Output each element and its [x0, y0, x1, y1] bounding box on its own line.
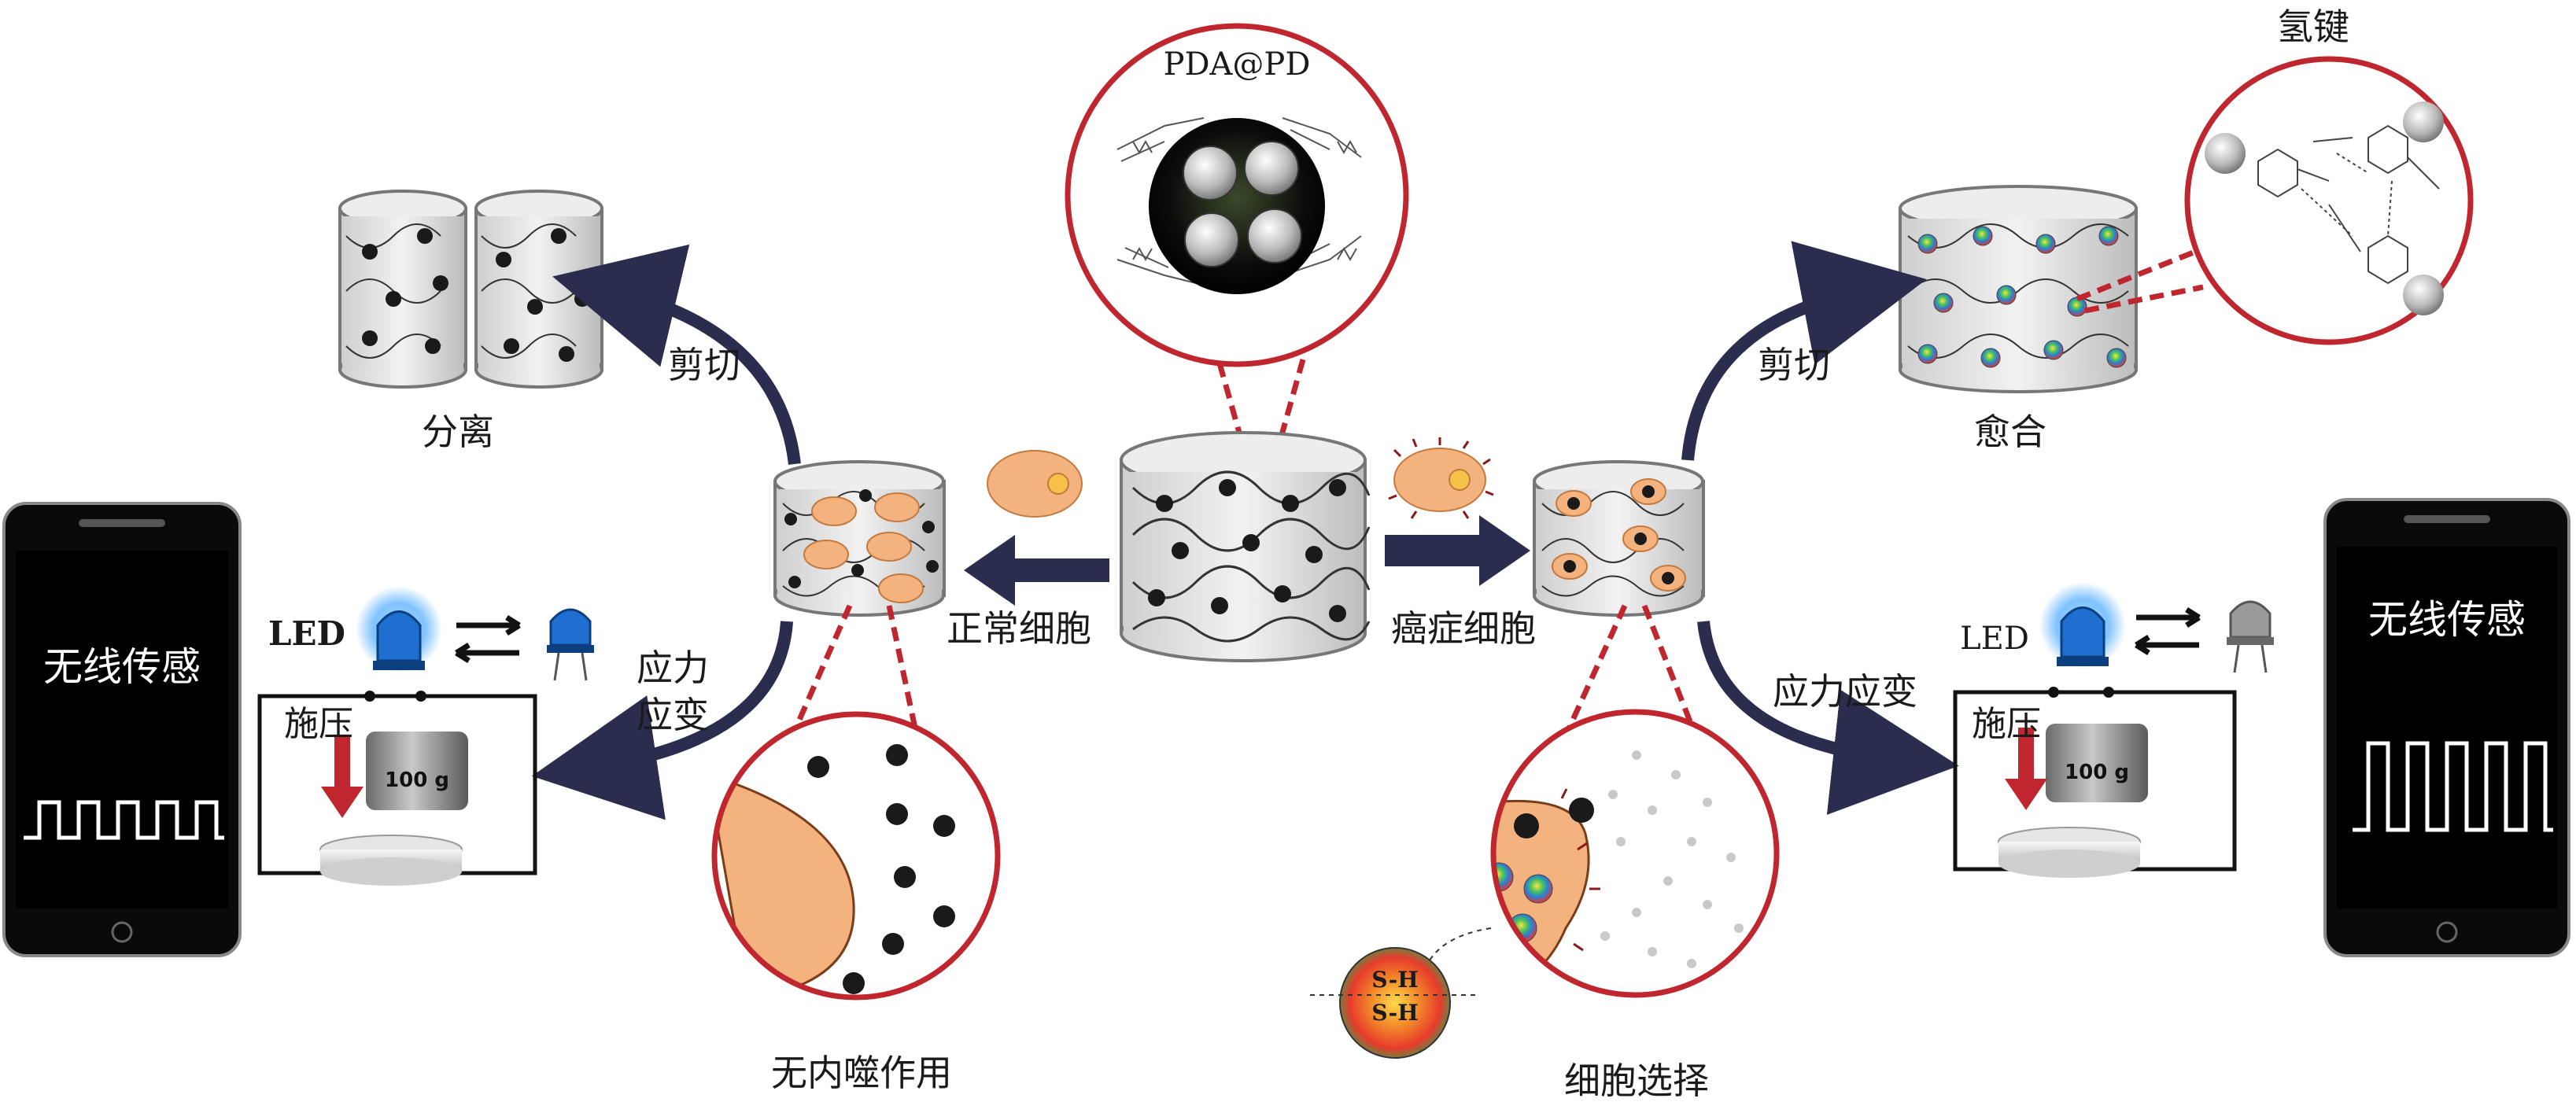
hbond-dash-b [2084, 284, 2204, 314]
press-left-label: 施压 [284, 704, 353, 744]
weight-left-label: 100 g [385, 768, 449, 792]
pda-pd-label: PDA@PD [1164, 46, 1311, 83]
wireless-right-label: 无线传感 [2368, 597, 2526, 643]
cancer-cell-label: 癌症细胞 [1391, 607, 1536, 650]
zoom-dash-left-a [788, 604, 853, 741]
cancer-cell-icon [1388, 437, 1494, 519]
sh-nanoparticle: S-H S-H [1310, 947, 1479, 1059]
cell-selection-label: 细胞选择 [1564, 1060, 1709, 1102]
cut-arrow-right [1681, 241, 1927, 461]
zoom-dash-left-b [886, 605, 920, 736]
hydrogen-bond-circle [2184, 56, 2474, 345]
arrow-to-normal [964, 535, 1109, 606]
led-right-label: LED [1960, 621, 2029, 657]
stress-strain-left-label-2: 应变 [637, 694, 709, 736]
hydrogen-bond-label: 氢键 [2277, 6, 2349, 48]
cancer-cell-hydrogel [1533, 460, 1705, 617]
zoom-dash-right-b [1641, 604, 1699, 737]
normal-cell-hydrogel [773, 460, 946, 617]
no-endocytosis-circle [711, 711, 1001, 1001]
arrow-to-cancer [1385, 515, 1530, 586]
separated-hydrogel [338, 190, 603, 389]
led-left-label: LED [268, 614, 345, 653]
normal-cell-icon [987, 450, 1083, 518]
pda-pd-zoom-circle: PDA@PD [1065, 23, 1409, 367]
cell-selection-circle [1490, 709, 1780, 998]
heal-label: 愈合 [1974, 411, 2046, 453]
separate-label: 分离 [422, 411, 494, 453]
wireless-left-label: 无线传感 [43, 644, 201, 690]
sh-pointer [1425, 927, 1492, 968]
healed-hydrogel [1899, 185, 2138, 393]
strain-arrow-right [1697, 621, 1959, 815]
stress-strain-right-label: 应力应变 [1773, 670, 1917, 713]
left-circuit: 100 g [257, 586, 594, 886]
cut-right-label: 剪切 [1758, 344, 1830, 386]
left-phone: 无线传感 [2, 502, 242, 957]
right-phone: 无线传感 [2323, 498, 2570, 957]
center-hydrogel [1120, 431, 1371, 662]
cut-arrow-left [552, 244, 801, 465]
zoom-dash-left [1216, 363, 1250, 461]
zoom-dash-right [1271, 359, 1306, 461]
stress-strain-left-label-1: 应力 [637, 647, 709, 689]
no-endocytosis-label: 无内噬作用 [771, 1052, 952, 1094]
right-circuit: 100 g [1953, 582, 2274, 878]
strain-arrow-left [531, 621, 793, 820]
cut-left-label: 剪切 [668, 344, 740, 386]
weight-right-label: 100 g [2065, 761, 2129, 784]
zoom-dash-right-a [1563, 604, 1628, 737]
normal-cell-label: 正常细胞 [947, 607, 1091, 650]
press-right-label: 施压 [1972, 704, 2041, 744]
sh-bottom-label: S-H [1371, 1000, 1418, 1026]
sh-top-label: S-H [1371, 967, 1418, 993]
